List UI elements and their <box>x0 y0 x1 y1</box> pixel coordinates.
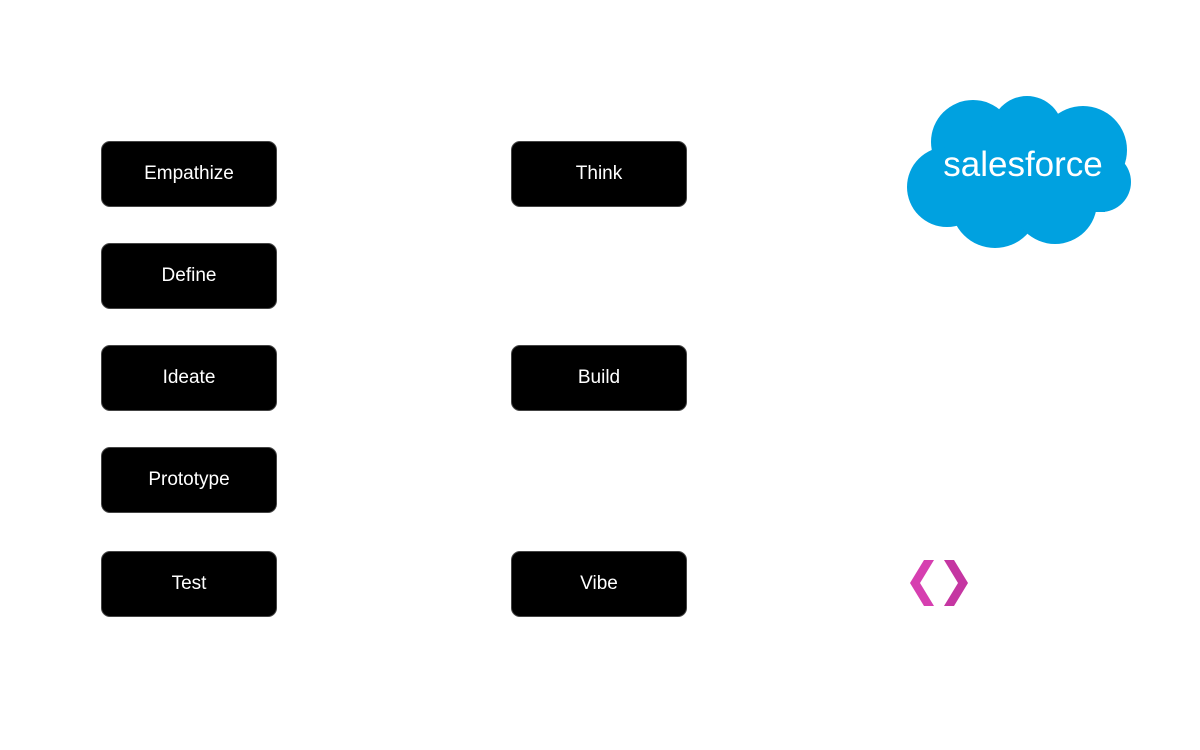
test-box: Test <box>101 551 277 617</box>
empathize-box: Empathize <box>101 141 277 207</box>
ideate-box: Ideate <box>101 345 277 411</box>
vibe-box: Vibe <box>511 551 687 617</box>
box-label: Vibe <box>580 573 618 594</box>
box-label: Prototype <box>148 469 230 490</box>
salesforce-logo: salesforce <box>905 92 1133 252</box>
code-brackets-logo <box>908 558 970 608</box>
box-label: Empathize <box>144 163 234 184</box>
box-label: Build <box>577 367 621 388</box>
think-box: Think <box>511 141 687 207</box>
define-box: Define <box>101 243 277 309</box>
box-label: Think <box>575 163 623 184</box>
salesforce-wordmark: salesforce <box>943 145 1103 184</box>
prototype-box: Prototype <box>101 447 277 513</box>
code-brackets-icon <box>910 560 968 606</box>
box-label: Ideate <box>162 367 216 388</box>
box-label: Define <box>161 265 217 286</box>
box-label: Test <box>171 573 207 594</box>
white-logo <box>935 358 1125 393</box>
build-box: Build <box>511 345 687 411</box>
salesforce-cloud-icon: salesforce <box>907 96 1131 248</box>
